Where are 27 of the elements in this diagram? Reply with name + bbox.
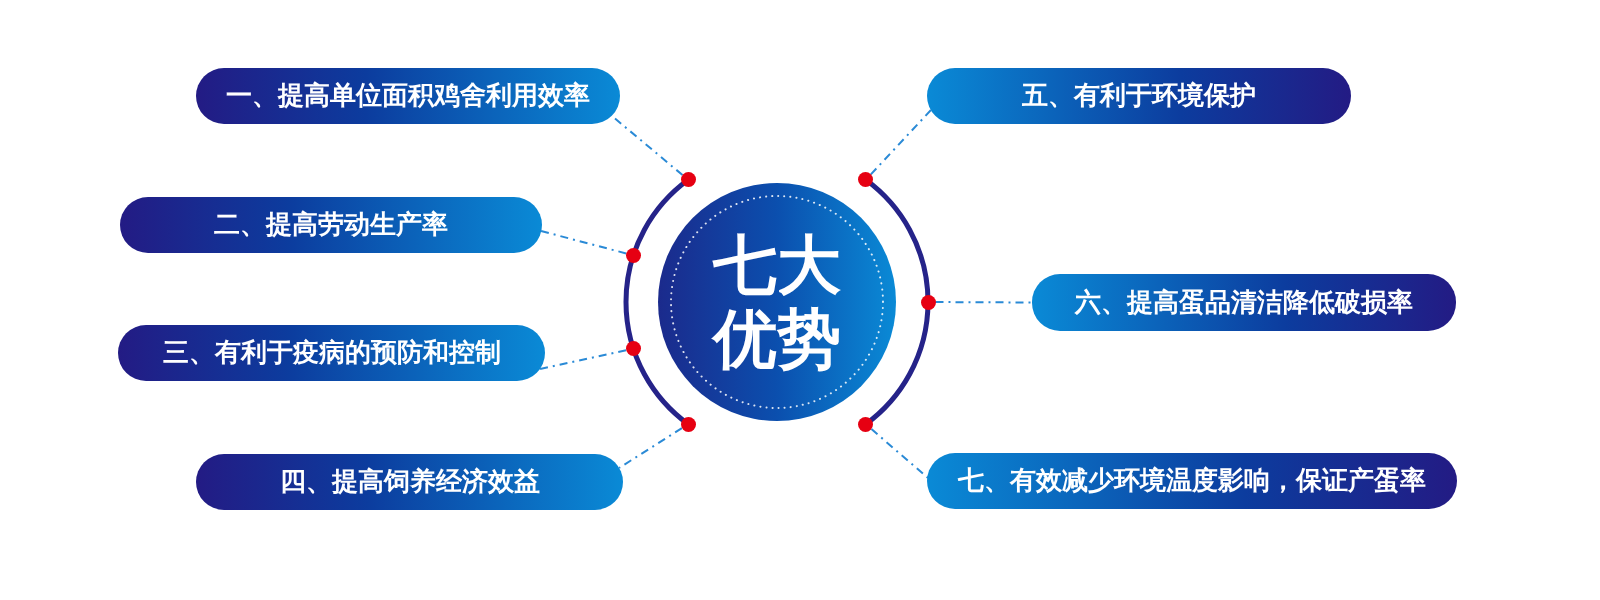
dot-icon (625, 341, 641, 357)
advantage-text: 六、提高蛋品清洁降低破损率 (1075, 287, 1413, 318)
advantage-text: 七、有效减少环境温度影响，保证产蛋率 (958, 466, 1426, 496)
dot-icon (680, 172, 696, 188)
advantage-text: 五、有利于环境保护 (1022, 81, 1256, 111)
advantage-pill (196, 68, 620, 124)
connector-line (539, 349, 628, 370)
advantage-pill (1032, 274, 1456, 331)
dot-icon (858, 416, 874, 432)
advantage-text: 一、提高单位面积鸡舍利用效率 (226, 81, 590, 111)
advantage-pill (196, 454, 623, 510)
dot-icon (858, 172, 874, 188)
advantage-pill (927, 68, 1351, 124)
connector-line (540, 230, 628, 255)
advantage-pill (118, 325, 545, 381)
advantage-pill (120, 197, 542, 253)
connector-line (934, 301, 1033, 304)
hub-title: 七大优势 (710, 228, 842, 376)
advantage-text: 四、提高饲养经济效益 (279, 467, 540, 497)
dot-icon (920, 294, 936, 310)
connector-line (869, 109, 932, 176)
dot-icon (680, 416, 696, 432)
advantage-text: 三、有利于疫病的预防和控制 (162, 338, 501, 368)
advantage-text: 二、提高劳动生产率 (214, 210, 448, 240)
advantage-pill (927, 453, 1457, 509)
connector-line (618, 427, 683, 469)
dot-icon (625, 247, 641, 263)
